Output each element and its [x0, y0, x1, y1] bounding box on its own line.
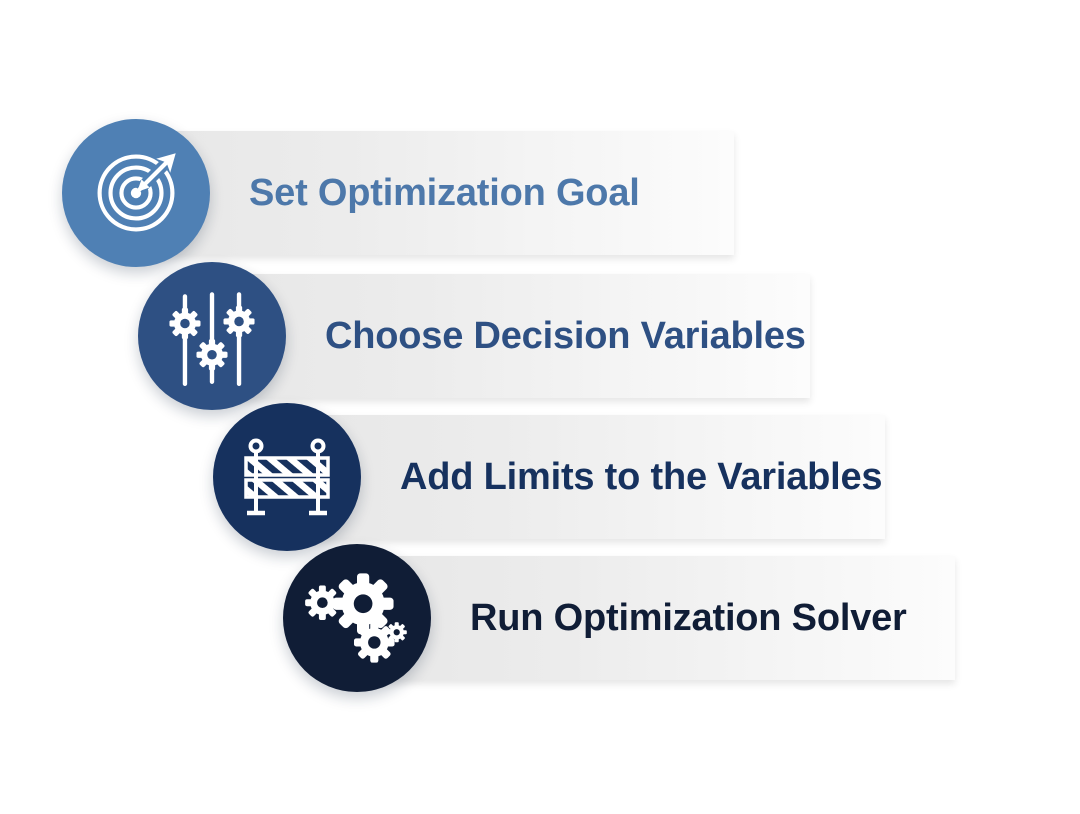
barrier-icon	[244, 438, 330, 516]
step-bar: Set Optimization Goal	[134, 131, 734, 255]
step-icon-circle	[283, 544, 431, 692]
step-bar: Add Limits to the Variables	[285, 415, 885, 539]
gears-icon	[305, 573, 407, 663]
step-bar: Choose Decision Variables	[210, 274, 810, 398]
step-icon-circle	[213, 403, 361, 551]
step-bar: Run Optimization Solver	[355, 556, 955, 680]
sliders-icon	[169, 292, 255, 387]
step-label: Run Optimization Solver	[470, 597, 907, 639]
target-icon	[97, 153, 176, 232]
step-label: Choose Decision Variables	[325, 315, 806, 357]
step-label: Set Optimization Goal	[249, 172, 640, 214]
step-label: Add Limits to the Variables	[400, 456, 883, 498]
step-icon-circle	[138, 262, 286, 410]
step-icon-circle	[62, 119, 210, 267]
